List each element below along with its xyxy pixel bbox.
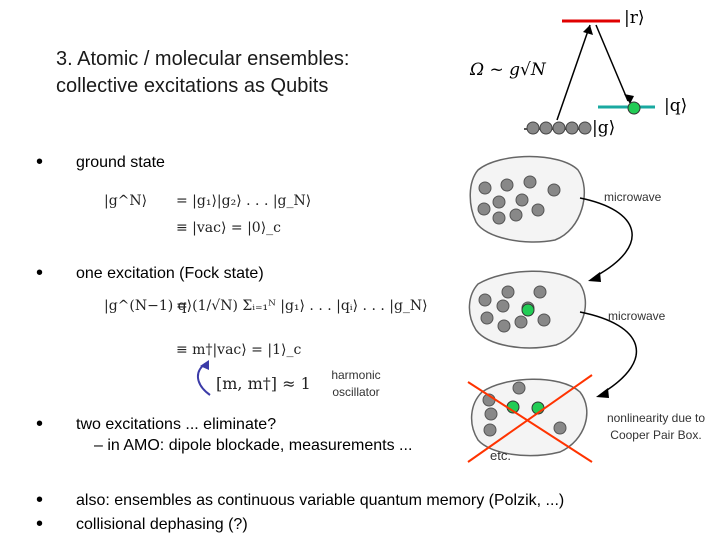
excitation-arrow-up (556, 24, 591, 121)
equation-fock-rhs: = (1/√N) Σᵢ₌₁ᴺ |g₁⟩ . . . |qᵢ⟩ . . . |g_… (176, 298, 428, 314)
equation-commutator: [m, m†] ≈ 1 (216, 374, 311, 393)
bullet-ground-state: ground state (76, 154, 165, 171)
equation-creation: ≡ m†|vac⟩ = |1⟩_c (176, 342, 302, 358)
harmonic-oscillator-label: harmonic oscillator (331, 368, 381, 399)
cross-line-1 (467, 381, 593, 463)
rabi-frequency-label: Ω ~ g√N (470, 60, 546, 80)
bullet-collisional-dephasing: collisional dephasing (?) (76, 516, 248, 533)
q-state-label: |q⟩ (664, 96, 688, 116)
bullet-amo-subpoint: – in AMO: dipole blockade, measurements … (94, 437, 413, 454)
blob-2-excited-atom (521, 303, 535, 317)
etc-label: etc. (490, 448, 511, 463)
microwave-arrow-2 (579, 311, 637, 393)
ground-atoms (526, 121, 592, 135)
equation-gN-lhs: |g^N⟩ (104, 193, 148, 209)
microwave-label-2: microwave (608, 309, 666, 323)
harmonic-arrowhead (200, 360, 209, 370)
bullet-marker: • (36, 413, 44, 435)
microwave-arrow-1 (579, 197, 633, 277)
blob-1-atoms (477, 175, 561, 225)
cross-line-2 (467, 374, 593, 463)
nonlinearity-label: nonlinearity due to Cooper Pair Box. (606, 411, 706, 442)
blob-3-atoms (482, 381, 567, 437)
bullet-marker: • (36, 262, 44, 284)
upper-state-label: |r⟩ (624, 8, 645, 28)
microwave-arrowhead-1 (588, 272, 601, 282)
decay-arrow-down (595, 24, 629, 102)
microwave-label-1: microwave (604, 190, 662, 204)
arrowhead-down (624, 94, 634, 104)
equation-vac: ≡ |vac⟩ = |0⟩_c (176, 220, 282, 236)
bullet-marker: • (36, 513, 44, 535)
bullet-two-excitations: two excitations ... eliminate? (76, 416, 277, 433)
slide-title: 3. Atomic / molecular ensembles: collect… (56, 46, 349, 100)
title-line-1: 3. Atomic / molecular ensembles: (56, 48, 350, 70)
arrowhead-up (583, 25, 593, 35)
bullet-one-excitation: one excitation (Fock state) (76, 265, 264, 282)
bullet-marker: • (36, 151, 44, 173)
title-line-2: collective excitations as Qubits (56, 75, 329, 97)
ground-state-label: |g⟩ (592, 118, 616, 138)
microwave-arrowhead-2 (596, 388, 609, 398)
bullet-continuous-variable-memory: also: ensembles as continuous variable q… (76, 492, 565, 509)
bullet-marker: • (36, 489, 44, 511)
equation-fock-lhs: |g^(N−1) q⟩ (104, 298, 193, 314)
equation-gN-rhs: = |g₁⟩|g₂⟩ . . . |g_N⟩ (176, 193, 312, 209)
excited-atom-marker (627, 101, 641, 115)
